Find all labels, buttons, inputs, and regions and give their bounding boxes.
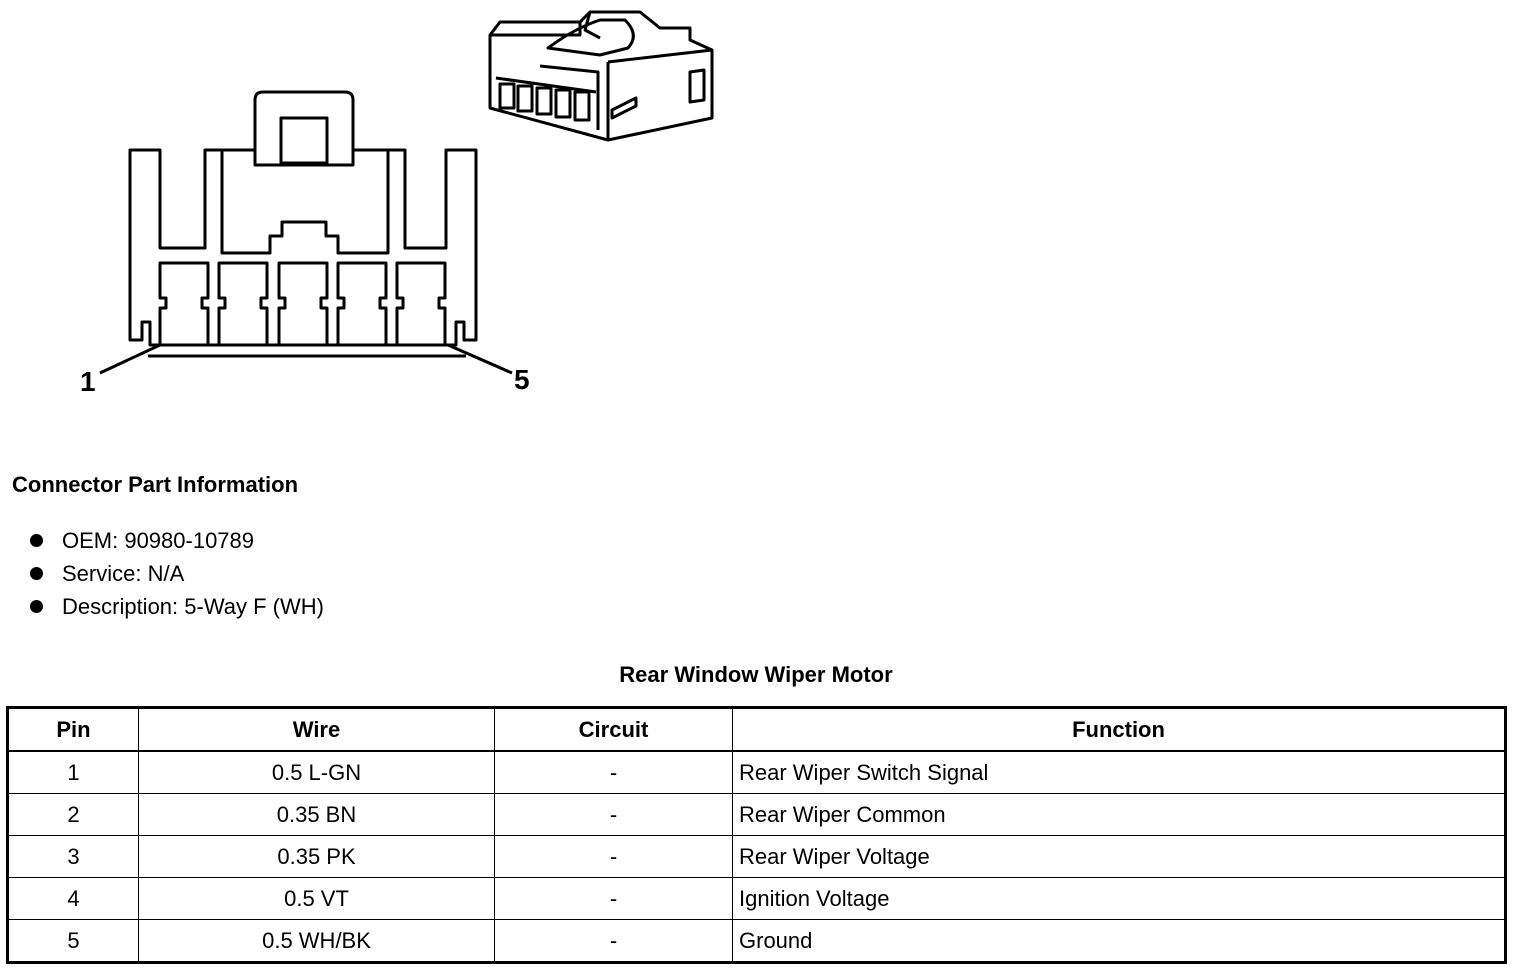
cell-function: Ignition Voltage <box>732 877 1506 920</box>
bullet-icon <box>30 534 43 547</box>
pin-cavity-1 <box>158 261 210 347</box>
table-row: 2 0.35 BN - Rear Wiper Common <box>7 793 1506 836</box>
cell-pin: 2 <box>7 793 139 836</box>
pin-1-label: 1 <box>80 366 96 397</box>
pinout-table: Pin Wire Circuit Function 1 0.5 L-GN - R… <box>6 706 1507 964</box>
cell-wire: 0.5 L-GN <box>138 750 495 794</box>
list-item: Service: N/A <box>30 557 324 590</box>
connector-face-diagram <box>99 10 714 375</box>
cell-function: Ground <box>732 919 1506 963</box>
pin-cavity-4 <box>336 261 388 347</box>
table-row: 4 0.5 VT - Ignition Voltage <box>7 877 1506 920</box>
cell-wire: 0.5 VT <box>138 877 495 920</box>
inner-frame <box>220 150 390 255</box>
cell-circuit: - <box>494 793 733 836</box>
table-row: 3 0.35 PK - Rear Wiper Voltage <box>7 835 1506 878</box>
list-item: Description: 5-Way F (WH) <box>30 590 324 623</box>
locking-tab <box>253 150 355 167</box>
header-circuit: Circuit <box>494 707 733 752</box>
cell-wire: 0.5 WH/BK <box>138 919 495 963</box>
cell-function: Rear Wiper Voltage <box>732 835 1506 878</box>
header-function: Function <box>732 707 1506 752</box>
cell-pin: 1 <box>7 750 139 794</box>
cell-function: Rear Wiper Common <box>732 793 1506 836</box>
connector-part-info-title: Connector Part Information <box>12 472 299 497</box>
pin-1-leader <box>99 343 161 375</box>
cell-pin: 4 <box>7 877 139 920</box>
cell-wire: 0.35 PK <box>138 835 495 878</box>
header-pin: Pin <box>7 707 139 752</box>
cell-wire: 0.35 BN <box>138 793 495 836</box>
table-title: Rear Window Wiper Motor <box>619 662 893 687</box>
bullet-icon <box>30 600 43 613</box>
table-row: 5 0.5 WH/BK - Ground <box>7 919 1506 963</box>
cell-circuit: - <box>494 835 733 878</box>
cell-pin: 3 <box>7 835 139 878</box>
connector-part-info-list: OEM: 90980-10789 Service: N/A Descriptio… <box>30 524 324 623</box>
bullet-icon <box>30 567 43 580</box>
list-item: OEM: 90980-10789 <box>30 524 324 557</box>
cell-function: Rear Wiper Switch Signal <box>732 750 1506 794</box>
cell-circuit: - <box>494 919 733 963</box>
table-header-row: Pin Wire Circuit Function <box>7 707 1506 752</box>
header-wire: Wire <box>138 707 495 752</box>
pin-cavities <box>158 261 447 347</box>
pin-cavity-2 <box>217 261 269 347</box>
cell-pin: 5 <box>7 919 139 963</box>
pin-5-label: 5 <box>514 364 530 395</box>
table-row: 1 0.5 L-GN - Rear Wiper Switch Signal <box>7 750 1506 794</box>
pin-cavity-5 <box>395 261 447 347</box>
pin-cavity-3 <box>277 261 329 347</box>
cell-circuit: - <box>494 877 733 920</box>
connector-housing-outline <box>128 90 478 347</box>
cell-circuit: - <box>494 750 733 794</box>
pin-5-leader <box>447 343 513 375</box>
connector-isometric-view <box>488 10 714 142</box>
locking-tab-window <box>279 116 329 165</box>
